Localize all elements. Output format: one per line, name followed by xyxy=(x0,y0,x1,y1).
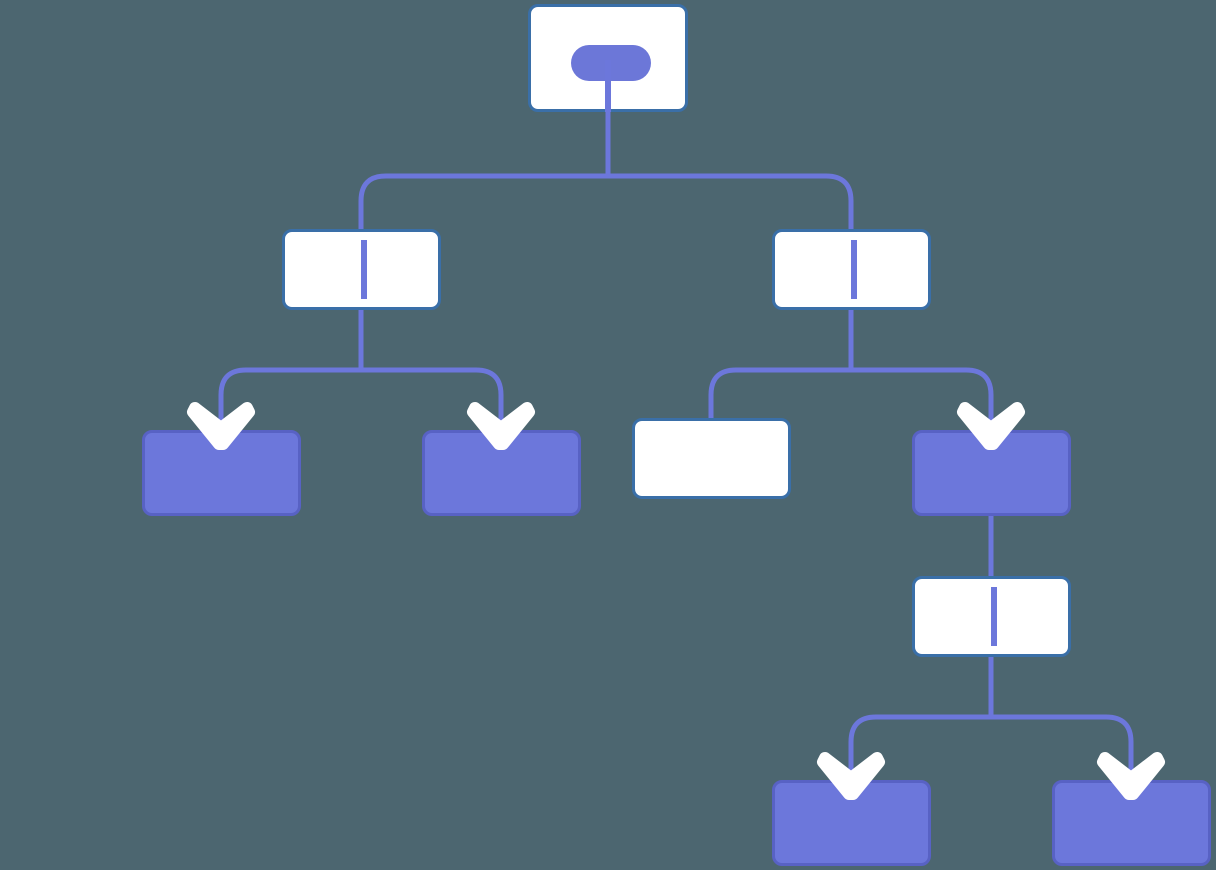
node-l4-right[interactable] xyxy=(1052,780,1211,866)
node-l1-right-inner-line xyxy=(851,240,857,299)
edge-l1-left-to-l2-a xyxy=(218,310,364,432)
edge-l1-left-to-l2-b xyxy=(358,310,504,432)
node-l2-d[interactable] xyxy=(912,430,1071,516)
node-l3-white[interactable] xyxy=(912,576,1071,657)
edge-l3-white-to-l4-left xyxy=(848,657,994,782)
node-l3-white-inner-line xyxy=(991,587,997,646)
node-l2-b[interactable] xyxy=(422,430,581,516)
node-l2-a[interactable] xyxy=(142,430,301,516)
node-l1-left-inner-line xyxy=(361,240,367,299)
edge-l1-right-to-l2-d xyxy=(848,310,994,432)
edge-l3-white-to-l4-right xyxy=(988,657,1134,782)
edge-root-to-l1-left xyxy=(358,112,611,229)
edge-l1-right-to-l2-c xyxy=(708,310,854,420)
node-l1-left[interactable] xyxy=(282,229,441,310)
node-l4-left[interactable] xyxy=(772,780,931,866)
node-root-pill xyxy=(571,45,651,81)
node-l2-c[interactable] xyxy=(632,418,791,499)
edge-root-to-l1-right xyxy=(605,112,854,229)
node-l1-right[interactable] xyxy=(772,229,931,310)
node-root-stub xyxy=(605,60,611,112)
